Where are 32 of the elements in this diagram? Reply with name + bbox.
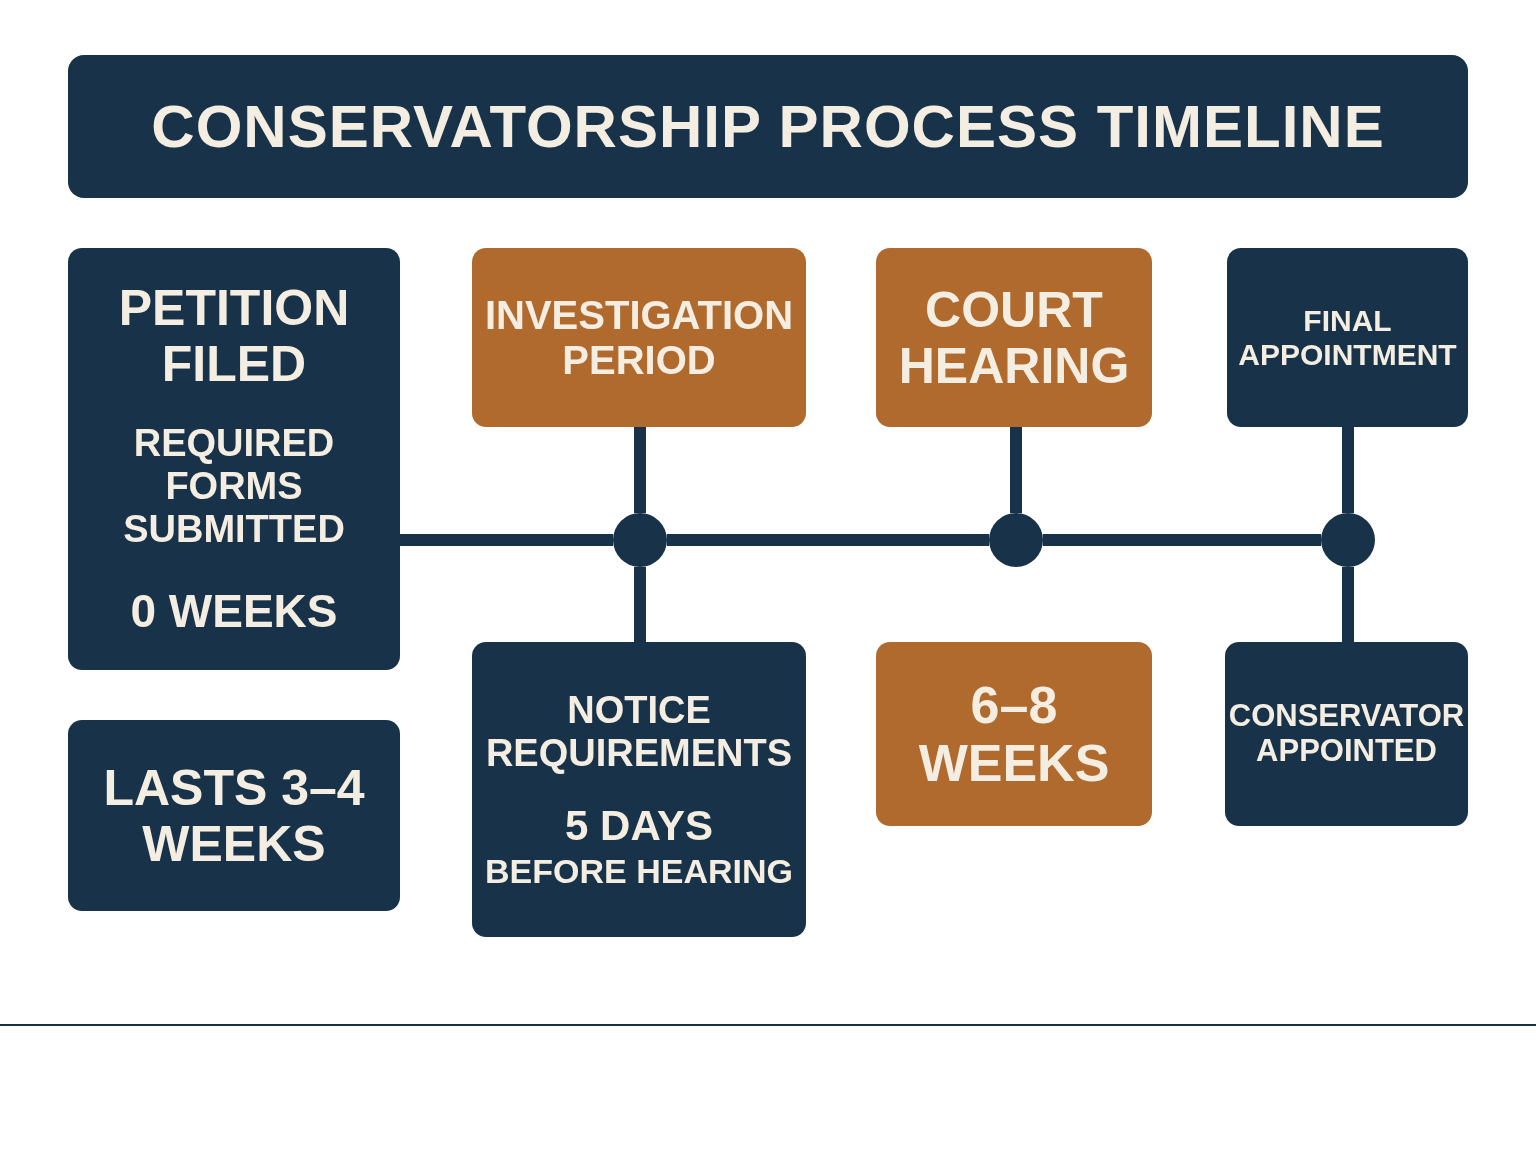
step-title: 6–8 WEEKS xyxy=(917,675,1111,793)
step-detail: 5 DAYS xyxy=(565,802,713,850)
connector-line xyxy=(400,534,613,546)
connector-line xyxy=(1043,534,1321,546)
connector-line xyxy=(634,567,646,642)
connector-line xyxy=(634,427,646,513)
step-title: PETITION FILED xyxy=(117,280,351,393)
connector-line xyxy=(1342,567,1354,642)
step-detail: REQUIRED FORMS SUBMITTED xyxy=(122,422,346,551)
step-title: NOTICE REQUIREMENTS xyxy=(484,689,794,775)
junction-dot xyxy=(613,513,667,567)
step-detail: BEFORE HEARING xyxy=(485,851,793,890)
connector-line xyxy=(1342,427,1354,513)
process-box xyxy=(876,642,1152,826)
connector-line xyxy=(667,534,989,546)
junction-dot xyxy=(989,513,1043,567)
step-title: CONSERVATOR APPOINTED xyxy=(1228,699,1465,769)
connector-line xyxy=(1010,427,1022,513)
step-title: INVESTIGATION PERIOD xyxy=(483,292,795,383)
process-box xyxy=(1227,248,1468,427)
junction-dot xyxy=(1321,513,1375,567)
process-box xyxy=(68,720,400,911)
step-detail: 0 WEEKS xyxy=(130,586,338,638)
step-title: COURT HEARING xyxy=(897,281,1131,394)
process-box xyxy=(876,248,1152,427)
step-title: FINAL APPOINTMENT xyxy=(1237,303,1458,372)
step-title: LASTS 3–4 WEEKS xyxy=(102,759,366,872)
title: CONSERVATORSHIP PROCESS TIMELINE xyxy=(151,92,1385,161)
process-box xyxy=(472,248,806,427)
process-box xyxy=(1225,642,1468,826)
process-box xyxy=(68,248,400,670)
process-box xyxy=(472,642,806,937)
